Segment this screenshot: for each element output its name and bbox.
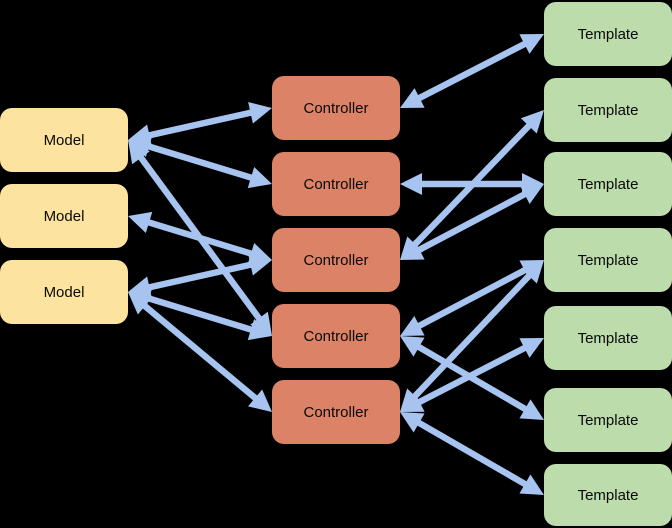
node-template-2[interactable]: Template [544,152,672,216]
arrow-head [247,319,272,341]
node-label: Model [43,283,85,301]
node-controller-3[interactable]: Controller [272,304,400,368]
node-model-1[interactable]: Model [0,184,128,248]
node-template-1[interactable]: Template [544,78,672,142]
edge-controller.4-to-template.6 [400,412,544,495]
edge-model.2-to-controller.4 [128,292,272,412]
arrow-head [519,399,544,420]
arrow-shaft [142,108,258,140]
arrow-head [519,338,544,358]
arrow-head [400,412,425,433]
node-label: Template [577,251,639,269]
arrow-head [128,292,152,315]
arrow-head [248,389,272,412]
node-controller-1[interactable]: Controller [272,152,400,216]
node-controller-4[interactable]: Controller [272,380,400,444]
node-label: Template [577,175,639,193]
arrow-shaft [138,299,262,405]
arrow-head [400,316,425,336]
edge-controller.0-to-template.0 [400,34,544,108]
node-label: Template [577,101,639,119]
node-label: Model [43,131,85,149]
node-template-0[interactable]: Template [544,2,672,66]
node-label: Template [577,411,639,429]
arrow-shaft [408,119,536,251]
arrow-shaft [412,417,532,490]
arrow-head [519,34,544,54]
node-label: Template [577,329,639,347]
node-label: Template [577,25,639,43]
node-controller-2[interactable]: Controller [272,228,400,292]
arrow-shaft [142,293,258,335]
arrow-shaft [142,260,258,292]
arrow-head [400,240,425,260]
edge-controller.3-to-template.3 [400,260,544,336]
node-template-6[interactable]: Template [544,464,672,526]
arrow-shaft [408,269,536,403]
arrow-head [248,102,272,124]
arrow-shaft [412,188,532,256]
arrow-head [248,254,272,276]
edge-controller.4-to-template.4 [400,338,544,412]
arrow-head [520,110,544,134]
node-model-2[interactable]: Model [0,260,128,324]
node-controller-0[interactable]: Controller [272,76,400,140]
arrow-head [519,184,544,204]
arrow-shaft [142,217,258,259]
arrow-head [128,211,153,233]
node-model-0[interactable]: Model [0,108,128,172]
arrow-head [247,167,272,189]
node-label: Template [577,486,639,504]
node-label: Controller [303,175,369,193]
node-label: Controller [303,327,369,345]
node-label: Controller [303,99,369,117]
node-template-3[interactable]: Template [544,228,672,292]
arrow-head [400,392,425,412]
node-template-5[interactable]: Template [544,388,672,452]
edge-model.0-to-controller.1 [128,135,272,189]
arrow-head [128,140,150,165]
node-label: Controller [303,403,369,421]
node-template-4[interactable]: Template [544,306,672,370]
arrow-head [400,173,422,195]
arrow-head [400,88,425,108]
arrow-shaft [412,38,532,104]
edge-controller.4-to-template.3 [400,260,544,412]
arrow-shaft [412,342,532,408]
arrow-head [250,311,272,336]
arrow-shaft [412,264,532,332]
arrow-head [520,260,544,284]
edge-controller.2-to-template.2 [400,184,544,260]
node-label: Controller [303,251,369,269]
arrow-shaft [142,141,258,183]
arrow-head [400,336,425,357]
arrow-head [519,474,544,495]
node-label: Model [43,207,85,225]
